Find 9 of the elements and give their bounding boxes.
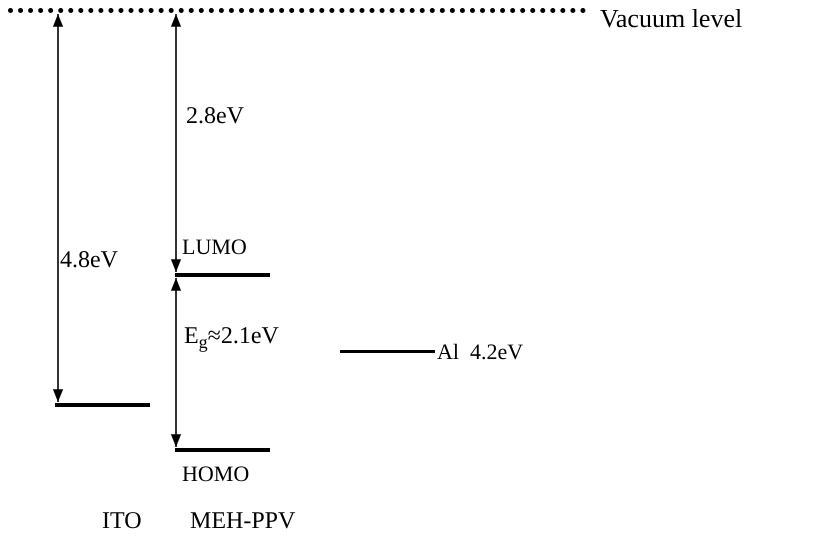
double-arrow: [170, 14, 182, 272]
double-arrow: [52, 14, 64, 402]
level-label: Vacuum level: [600, 3, 742, 35]
material-label: ITO: [102, 507, 142, 536]
level-label: Al 4.2eV: [437, 338, 524, 366]
material-label: MEH-PPV: [190, 507, 296, 536]
double-arrow: [170, 278, 182, 447]
level-label: LUMO: [182, 233, 247, 261]
level-label: HOMO: [182, 460, 250, 488]
